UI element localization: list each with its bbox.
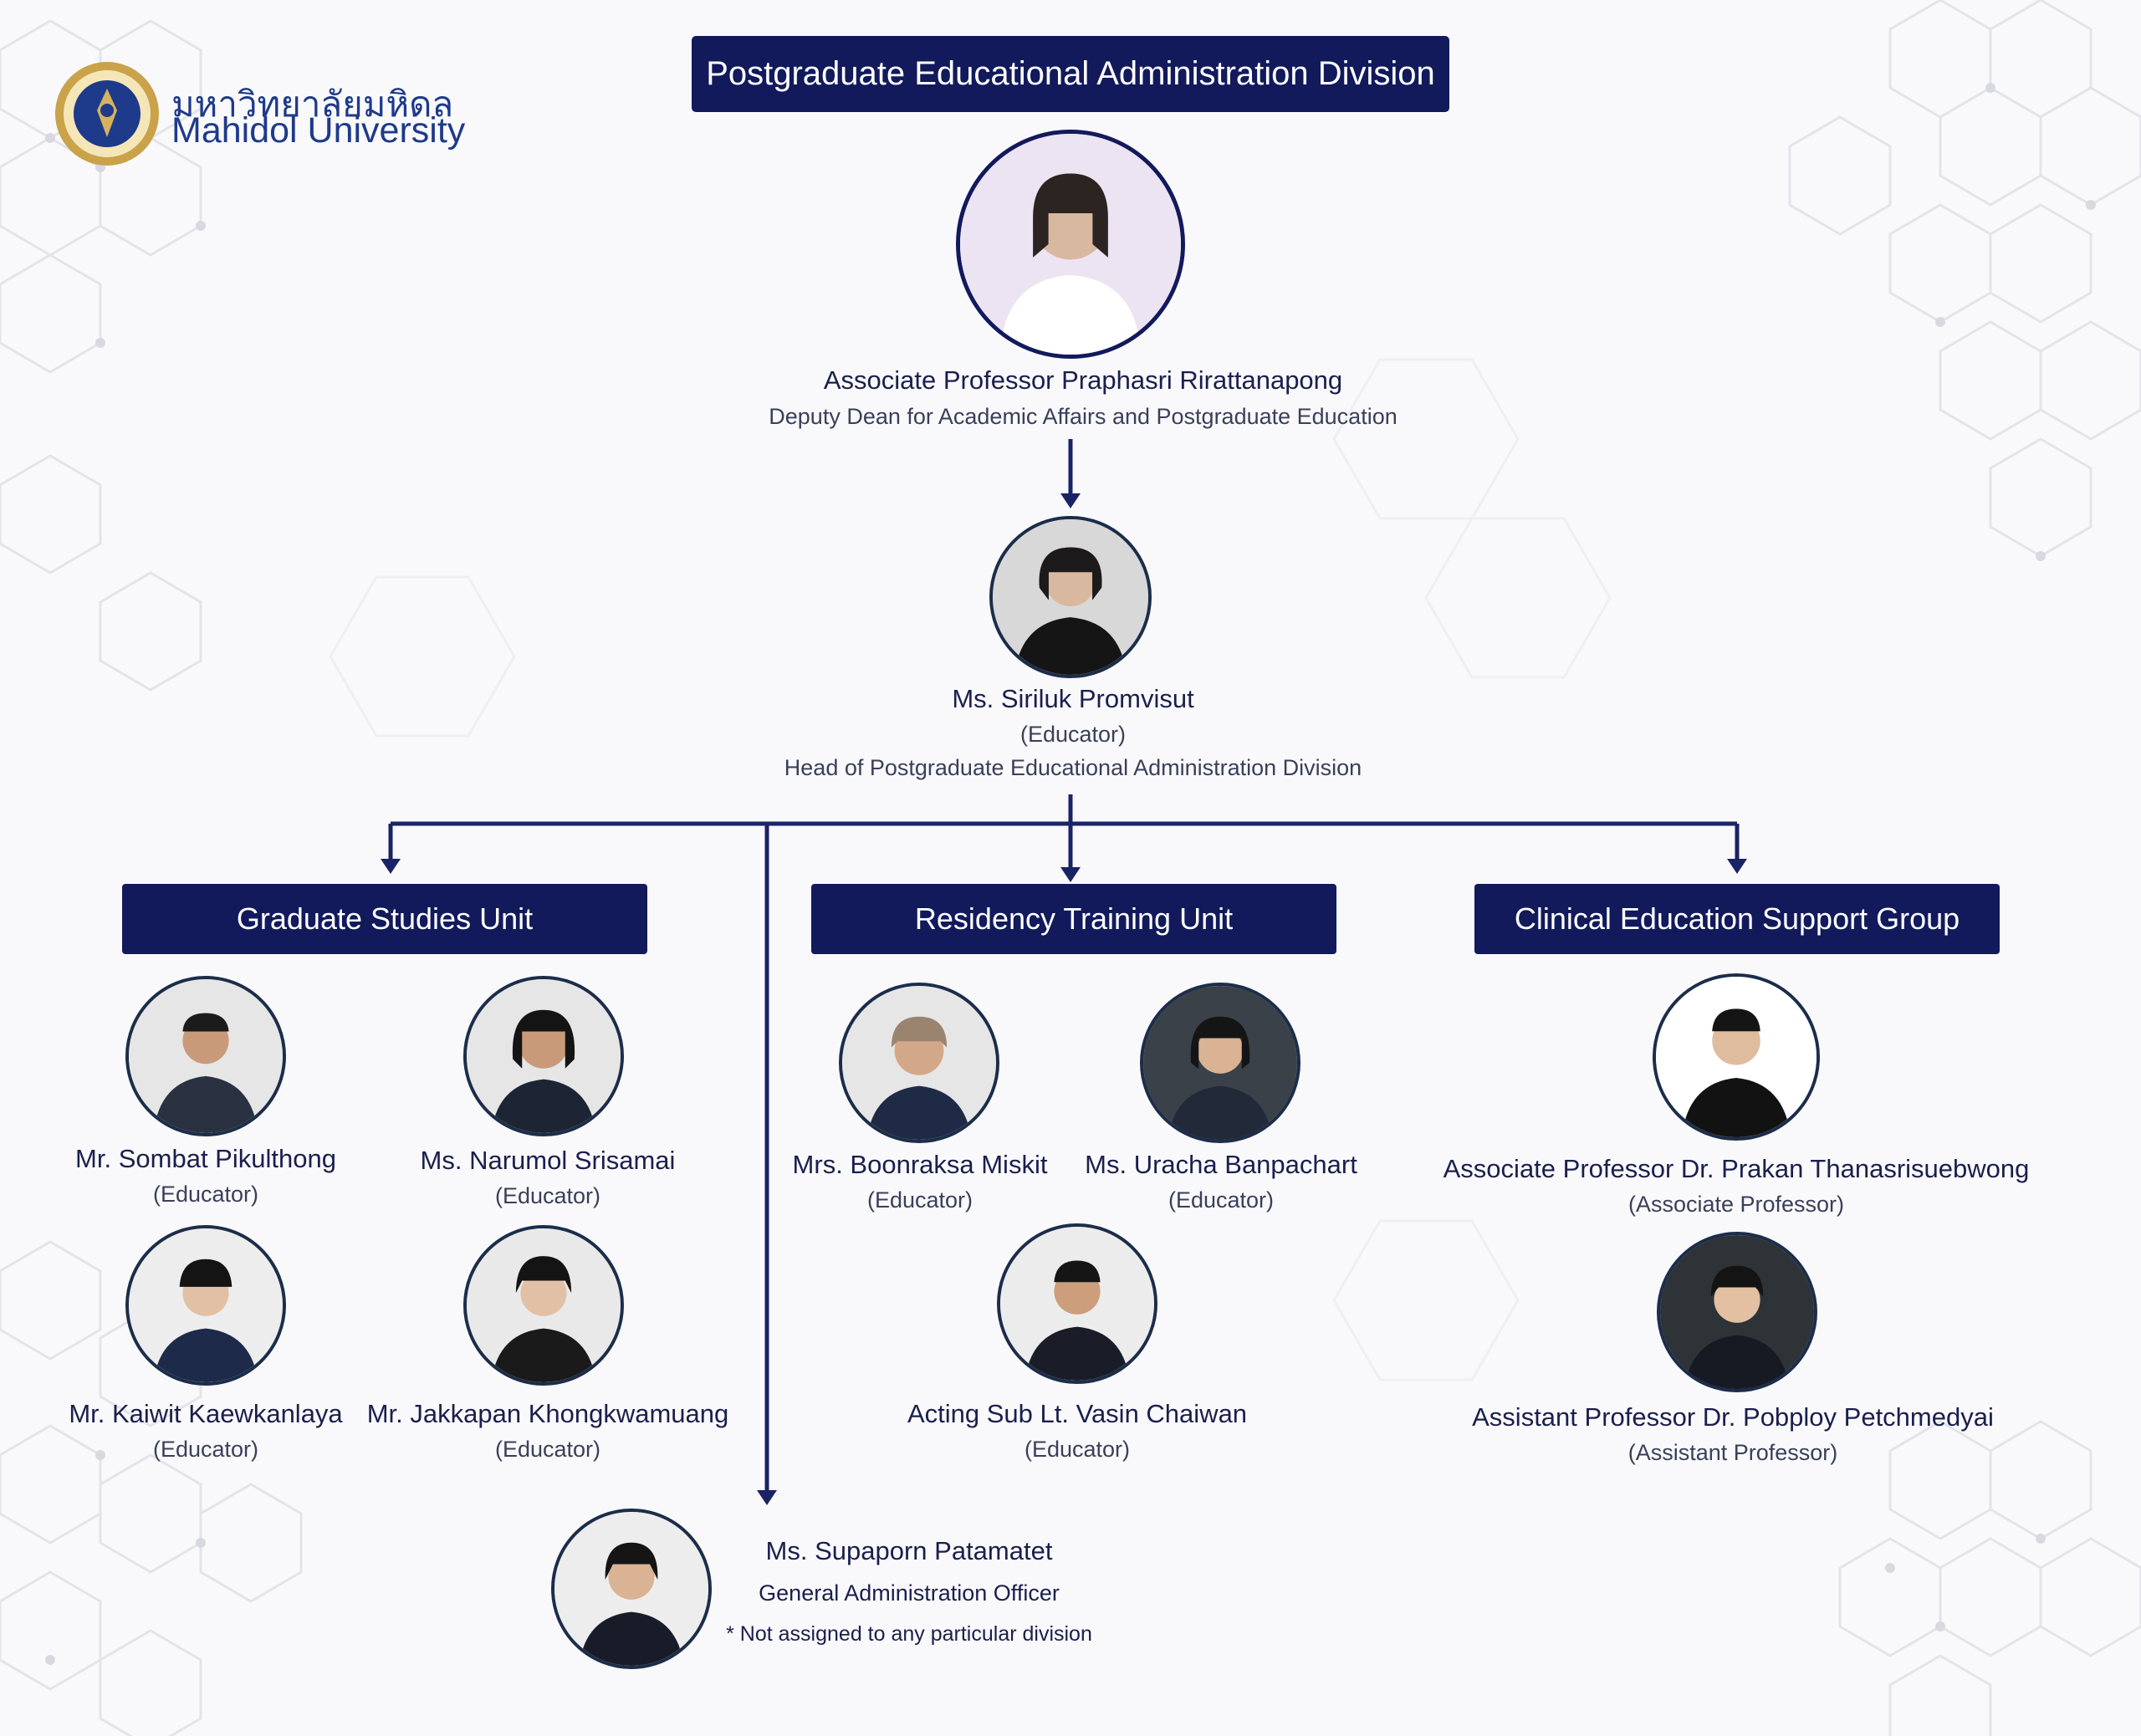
member-role: (Educator): [1024, 1437, 1131, 1462]
member-role: (Educator): [1168, 1187, 1275, 1213]
head-role: (Educator): [1019, 722, 1127, 747]
member-role: (Educator): [152, 1182, 259, 1207]
deputy-dean-title: Deputy Dean for Academic Affairs and Pos…: [769, 404, 1398, 429]
member-name: Mr. Sombat Pikulthong: [75, 1144, 336, 1173]
head-title: Head of Postgraduate Educational Adminis…: [784, 755, 1362, 780]
member-name: Mrs. Boonraksa Miskit: [792, 1150, 1048, 1179]
unit-clinical-education-support: Clinical Education Support Group: [1474, 884, 2000, 954]
member-photo: [463, 1225, 624, 1386]
unit-graduate-studies: Graduate Studies Unit: [122, 884, 647, 954]
mahidol-seal-logo: [54, 60, 161, 171]
member-role: (Educator): [152, 1437, 259, 1462]
member-photo: [125, 1225, 286, 1386]
member-photo: [1140, 983, 1300, 1143]
member-role: (Educator): [494, 1183, 601, 1208]
officer-name: Ms. Supaporn Patamatet: [765, 1536, 1053, 1565]
head-name: Ms. Siriluk Promvisut: [952, 684, 1194, 713]
officer-photo: [551, 1509, 712, 1669]
member-role: (Educator): [494, 1437, 601, 1462]
head-photo: [989, 516, 1152, 678]
member-name: Acting Sub Lt. Vasin Chaiwan: [907, 1399, 1248, 1428]
deputy-dean-photo: [956, 130, 1185, 359]
unit-residency-training: Residency Training Unit: [811, 884, 1336, 954]
logo-english-text: Mahidol University: [171, 110, 466, 151]
member-photo: [1653, 973, 1820, 1141]
member-photo: [463, 976, 624, 1136]
member-name: Ms. Uracha Banpachart: [1085, 1150, 1357, 1179]
member-photo: [997, 1223, 1157, 1384]
member-photo: [125, 976, 286, 1136]
member-name: Assistant Professor Dr. Pobploy Petchmed…: [1472, 1402, 1994, 1432]
member-role: (Assistant Professor): [1627, 1440, 1838, 1465]
division-title: Postgraduate Educational Administration …: [692, 36, 1449, 112]
member-name: Associate Professor Dr. Prakan Thanasris…: [1443, 1154, 2030, 1183]
member-name: Ms. Narumol Srisamai: [420, 1146, 676, 1175]
logo-thai-text: มหาวิทยาลัยมหิดล: [171, 84, 454, 124]
officer-title: General Administration Officer: [759, 1580, 1060, 1606]
member-photo: [839, 983, 999, 1143]
officer-note: * Not assigned to any particular divisio…: [726, 1622, 1092, 1646]
member-photo: [1657, 1232, 1817, 1392]
member-role: (Educator): [866, 1187, 973, 1213]
member-role: (Associate Professor): [1627, 1192, 1845, 1217]
member-name: Mr. Jakkapan Khongkwamuang: [366, 1399, 729, 1428]
member-name: Mr. Kaiwit Kaewkanlaya: [69, 1399, 343, 1428]
deputy-dean-name: Associate Professor Praphasri Rirattanap…: [823, 365, 1343, 395]
